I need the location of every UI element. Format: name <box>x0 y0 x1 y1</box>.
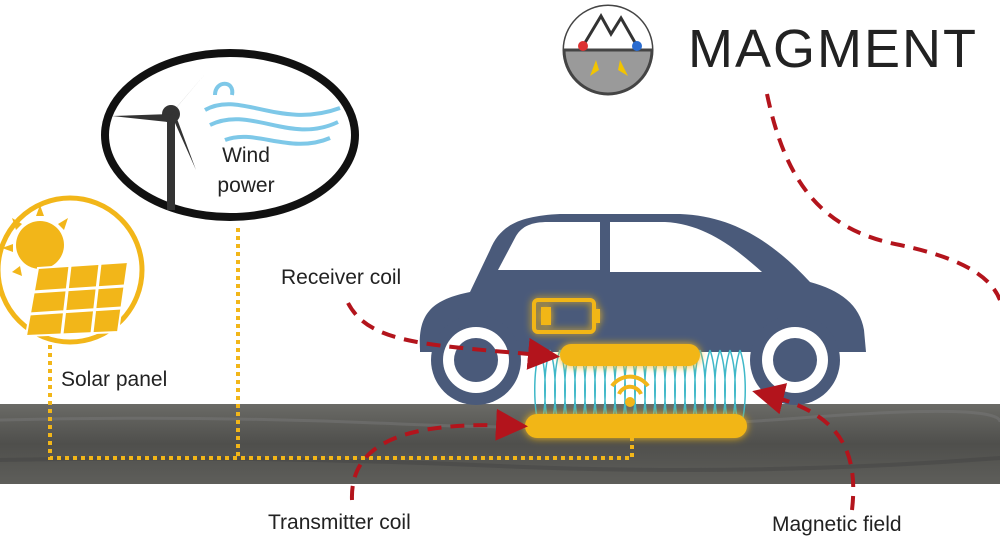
wind-power-label: Wind power <box>198 141 294 201</box>
receiver-coil-label: Receiver coil <box>281 266 402 289</box>
magnetic-arrow <box>752 383 856 511</box>
solar-panel-node <box>0 195 145 345</box>
car-icon <box>419 214 866 405</box>
transmitter-coil-label: Transmitter coil <box>268 511 411 534</box>
sun-icon <box>2 205 68 276</box>
brand-name: MAGMENT <box>688 19 978 79</box>
wind-power-label-line2: power <box>217 174 275 197</box>
wind-power-node <box>101 49 359 221</box>
wireless-signal-icon <box>610 374 650 407</box>
solar-panel-label: Solar panel <box>61 368 168 391</box>
solar-panel-icon <box>24 260 130 338</box>
transmitter-arrow <box>349 408 528 501</box>
wind-power-label-line1: Wind <box>222 144 270 167</box>
road <box>0 404 1000 484</box>
wind-gust-icon <box>204 81 341 146</box>
battery-icon <box>532 298 600 334</box>
transmitter-coil <box>525 414 747 438</box>
annotation-arrows <box>346 93 1000 511</box>
magment-logo-icon <box>562 4 654 96</box>
logo-link-arrow <box>765 93 1000 301</box>
wind-turbine-icon <box>112 74 205 210</box>
receiver-arrow <box>346 302 560 370</box>
receiver-coil <box>560 344 700 366</box>
magnetic-field-label: Magnetic field <box>772 513 902 536</box>
